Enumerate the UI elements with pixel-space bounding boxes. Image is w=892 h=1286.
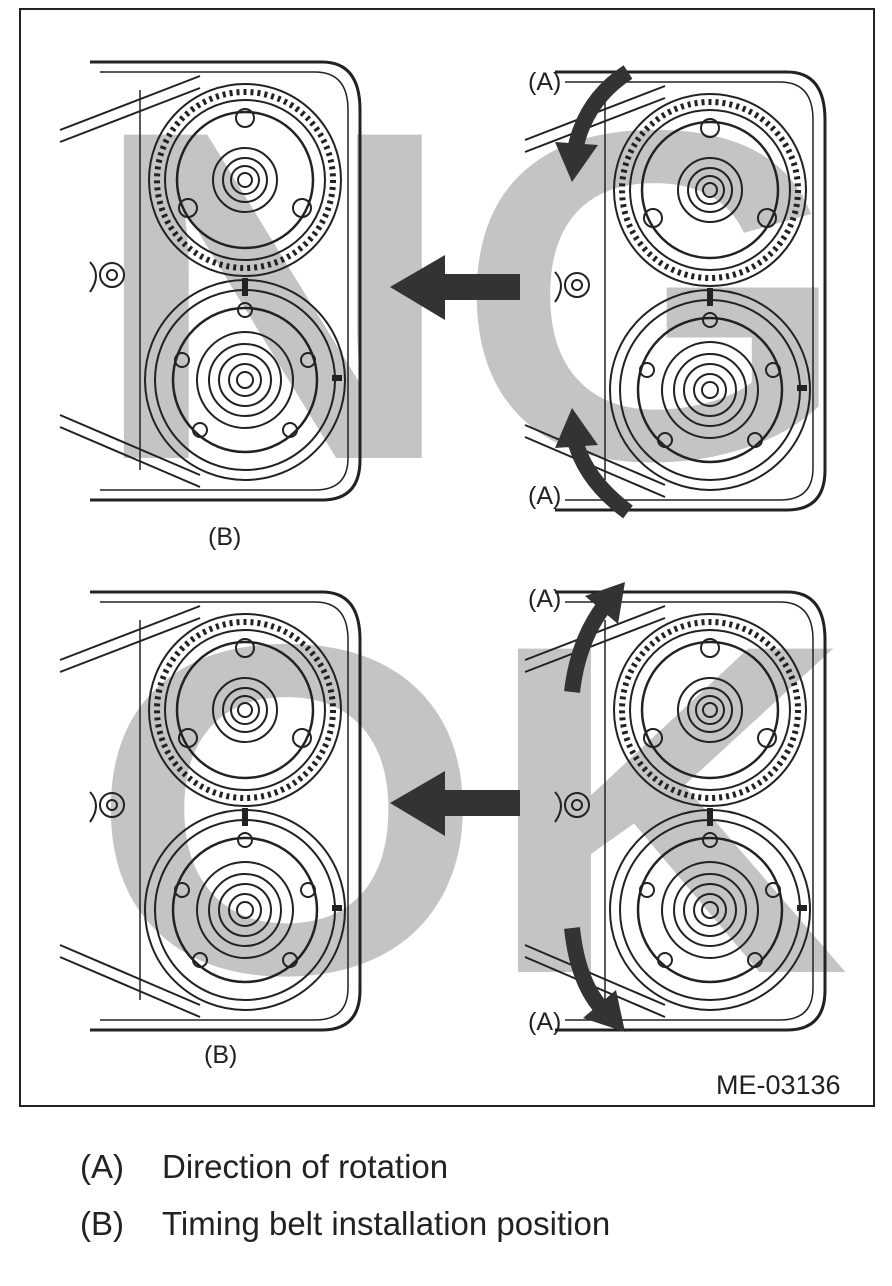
legend-key: (A) <box>80 1148 124 1185</box>
arrow-left-bottom <box>390 771 520 836</box>
rotation-arrow-bottom-lower <box>564 927 625 1032</box>
label-a-top-upper: (A) <box>528 68 561 96</box>
figure-frame <box>19 8 875 1107</box>
label-b-top: (B) <box>208 523 241 551</box>
legend-item-a: (A) Direction of rotation <box>80 1148 840 1186</box>
arrow-left-top <box>390 255 520 320</box>
rotation-arrow-top-upper <box>555 65 633 182</box>
legend-text: Direction of rotation <box>162 1148 449 1185</box>
rotation-arrow-bottom-upper <box>564 582 625 693</box>
timing-belt-diagram: NG OK (A) (A) (A) (A) (B) (B) ME-03136 <box>19 8 875 1107</box>
label-a-bottom-upper: (A) <box>528 585 561 613</box>
label-b-bottom: (B) <box>204 1041 237 1069</box>
legend-key: (B) <box>80 1205 124 1242</box>
rotation-arrow-top-lower <box>555 408 633 519</box>
legend-item-b: (B) Timing belt installation position <box>80 1205 840 1243</box>
figure-code: ME-03136 <box>716 1070 841 1100</box>
label-a-bottom-lower: (A) <box>528 1008 561 1036</box>
legend-text: Timing belt installation position <box>162 1205 611 1242</box>
label-a-top-lower: (A) <box>528 482 561 510</box>
